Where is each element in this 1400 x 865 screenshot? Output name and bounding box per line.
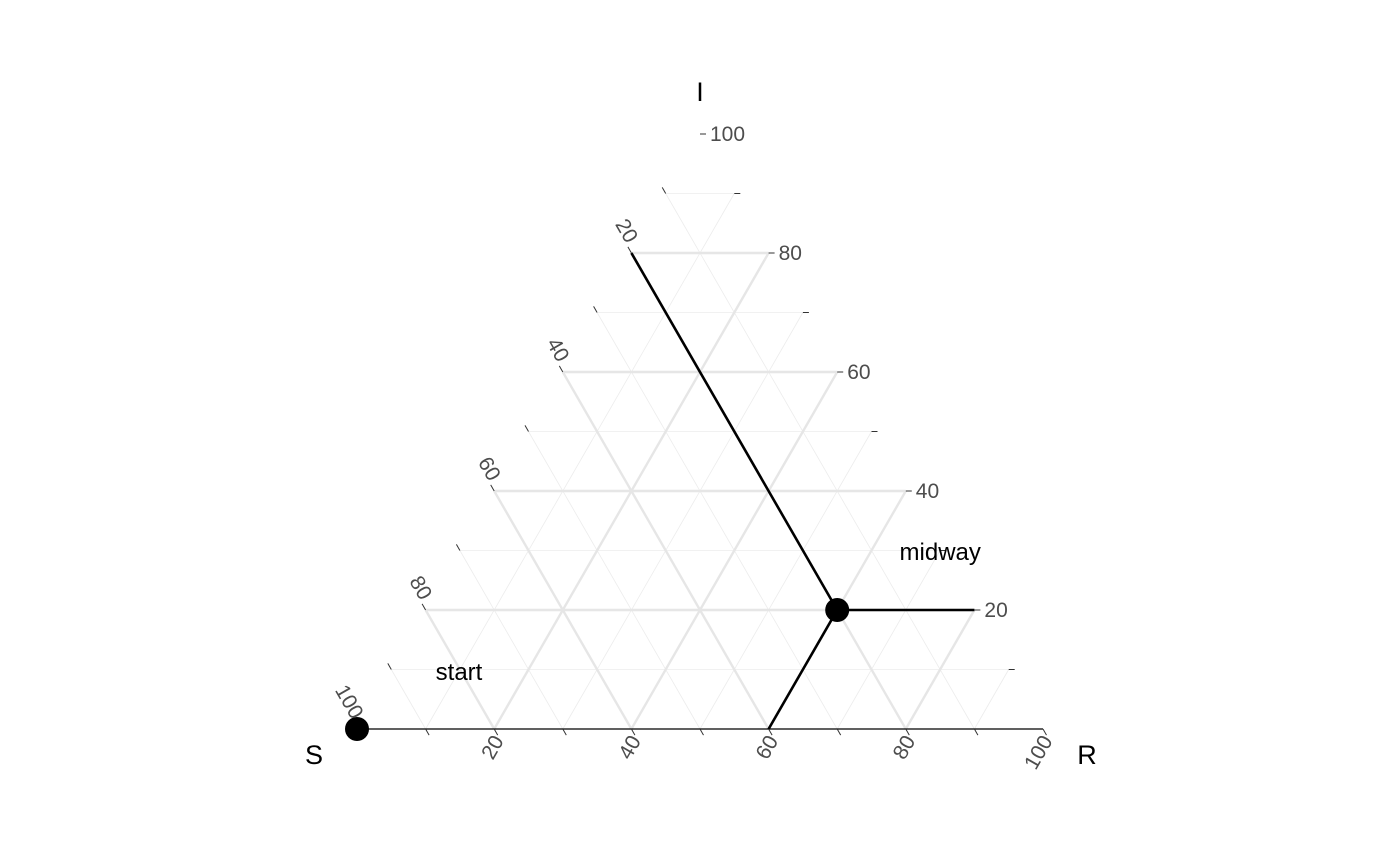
tick-label-s: 100 bbox=[330, 681, 367, 723]
tick-mark-r bbox=[836, 728, 842, 736]
grid-line-r-minor bbox=[425, 193, 735, 730]
guide-line-r bbox=[767, 609, 839, 730]
annotation-start: start bbox=[436, 659, 483, 686]
grid-line-s-minor bbox=[665, 193, 975, 730]
data-point-midway bbox=[825, 598, 850, 622]
tick-label-r: 40 bbox=[614, 732, 646, 764]
tick-mark-r bbox=[630, 728, 636, 736]
grid-line-s-major bbox=[424, 609, 496, 730]
data-point-start bbox=[345, 717, 369, 741]
grid-line-r-minor bbox=[562, 312, 804, 730]
tick-mark-r bbox=[562, 728, 567, 736]
tick-mark-s bbox=[387, 663, 392, 670]
tick-mark-r bbox=[425, 728, 430, 736]
tick-label-r: 100 bbox=[1020, 732, 1057, 774]
annotation-midway: midway bbox=[900, 539, 981, 566]
guide-layer bbox=[630, 252, 975, 730]
grid-line-s-major bbox=[561, 371, 770, 730]
point-layer bbox=[345, 598, 850, 741]
tick-mark-r bbox=[973, 728, 979, 736]
tick-mark-r bbox=[768, 728, 773, 736]
grid-line-r-major bbox=[904, 609, 976, 730]
tick-mark-r bbox=[493, 728, 499, 736]
tick-label-i: 20 bbox=[984, 599, 1007, 622]
tick-label-s: 80 bbox=[405, 572, 437, 604]
guide-line-s bbox=[630, 252, 839, 611]
tick-mark-s bbox=[421, 603, 427, 611]
tick-mark-r bbox=[905, 728, 910, 736]
tick-mark-s bbox=[558, 365, 564, 373]
tick-label-r: 80 bbox=[889, 732, 921, 764]
corner-label-i: I bbox=[696, 77, 704, 107]
tick-label-i: 40 bbox=[916, 480, 939, 503]
tick-mark-s bbox=[524, 425, 529, 432]
grid-line-r-major bbox=[630, 371, 839, 730]
grid-line-s-minor bbox=[528, 431, 701, 730]
corner-label-s: S bbox=[305, 740, 323, 770]
tick-mark-s bbox=[455, 544, 461, 551]
tick-label-i: 60 bbox=[847, 361, 870, 384]
grid-line-r-minor bbox=[699, 431, 872, 730]
tick-mark-s bbox=[627, 246, 632, 254]
grid-line-s-minor bbox=[459, 550, 564, 730]
tick-label-s: 20 bbox=[610, 215, 642, 247]
tick-label-i: 80 bbox=[779, 242, 802, 265]
tick-label-s: 40 bbox=[542, 334, 574, 366]
tick-mark-s bbox=[593, 306, 598, 313]
tick-mark-r bbox=[1042, 728, 1047, 736]
grid-line-r-minor bbox=[836, 550, 941, 730]
tick-mark-s bbox=[661, 187, 667, 194]
tick-label-s: 60 bbox=[473, 453, 505, 485]
tick-label-r: 60 bbox=[752, 732, 784, 764]
axis-layer bbox=[353, 133, 1047, 736]
tick-mark-s bbox=[490, 484, 495, 492]
label-layer: 202020404040606060808080100100100SIRstar… bbox=[305, 77, 1097, 774]
grid-line-s-major bbox=[493, 490, 633, 730]
corner-label-r: R bbox=[1077, 740, 1097, 770]
tick-mark-r bbox=[699, 728, 704, 736]
tick-label-i: 100 bbox=[710, 123, 745, 146]
grid-line-s-minor bbox=[390, 669, 426, 730]
tick-label-r: 20 bbox=[477, 732, 509, 764]
grid-line-s-minor bbox=[596, 312, 838, 730]
grid-line-r-minor bbox=[974, 669, 1010, 730]
